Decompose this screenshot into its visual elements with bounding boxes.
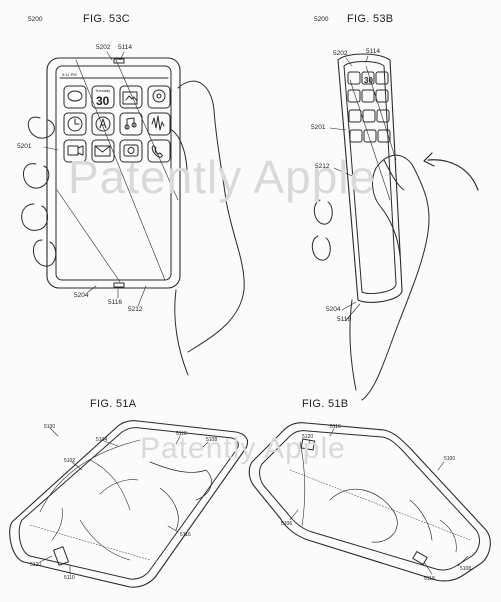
fig53b-leader-lines	[329, 55, 369, 321]
fig53b-rotate-arrow	[423, 152, 479, 191]
fig53c-id: 5200	[28, 16, 43, 23]
fig53c-ref-5114: 5114	[118, 44, 132, 51]
fig53c-ref-5212: 5212	[128, 306, 143, 313]
fig51a-ref-5118: 5118	[176, 431, 187, 437]
fig53b-ref-5204: 5204	[326, 306, 341, 313]
fig53b-app-grid	[347, 71, 391, 143]
fig51a-title: FIG. 51A	[90, 398, 137, 410]
watermark-top: Patently Apple	[68, 151, 377, 203]
fig53c-calendar-weekday: Tuesday	[95, 88, 110, 93]
fig53c-ref-5116: 5116	[108, 299, 122, 306]
fig51b-ref-5118: 5118	[424, 576, 435, 582]
fig51b-id: 5100	[444, 456, 456, 462]
fig53b-ref-5202: 5202	[333, 50, 348, 57]
fig53b-calendar-day: 30	[364, 76, 373, 85]
fig53c-calendar-day: 30	[96, 94, 110, 108]
fig51a-ref-5104: 5104	[96, 437, 108, 443]
fig51a-ref-5110: 5110	[64, 575, 75, 581]
fig51a-leader-lines	[39, 427, 209, 575]
fig51a-ref-5120: 5120	[30, 562, 42, 568]
fig53c-leader-lines	[43, 51, 147, 307]
fig53c-fingers	[21, 116, 57, 267]
fig51a-ref-5116: 5116	[180, 532, 191, 538]
fig53b-phone	[337, 53, 403, 303]
fig51a-device	[9, 420, 249, 588]
fig53b-ref-5116: 5116	[337, 316, 351, 323]
fig53c-status-time: 5:11 PM	[62, 72, 77, 77]
fig53c-hand-back	[171, 80, 245, 376]
fig53c-phone	[46, 57, 181, 289]
fig51b-ref-5110: 5110	[330, 424, 341, 430]
fig53b-ref-5201: 5201	[311, 124, 326, 131]
fig53b-hand	[311, 154, 430, 401]
fig51a-ref-5102: 5102	[64, 458, 76, 464]
fig51b-title: FIG. 51B	[302, 398, 349, 410]
fig53b-ref-5212: 5212	[315, 163, 330, 170]
fig53c-ref-5204: 5204	[74, 292, 89, 299]
fig51b-ref-5108: 5108	[460, 566, 472, 572]
fig53c-title: FIG. 53C	[83, 13, 131, 25]
fig53c-ref-5201: 5201	[17, 143, 32, 150]
fig51b-ref-5106: 5106	[281, 521, 293, 527]
watermark-bottom: Patently Apple	[140, 432, 346, 465]
fig51b-leader-lines	[289, 428, 469, 575]
fig53c-app-grid	[63, 85, 171, 163]
fig51a-id: 5100	[44, 424, 56, 430]
fig53b-id: 5200	[314, 16, 329, 23]
fig53b-title: FIG. 53B	[347, 13, 394, 25]
fig51a-ref-5108: 5108	[206, 437, 218, 443]
fig53c-ref-5202: 5202	[96, 44, 111, 51]
fig51b-device	[248, 422, 491, 582]
fig51b-ref-5120: 5120	[302, 434, 314, 440]
fig53b-ref-5114: 5114	[366, 48, 380, 55]
